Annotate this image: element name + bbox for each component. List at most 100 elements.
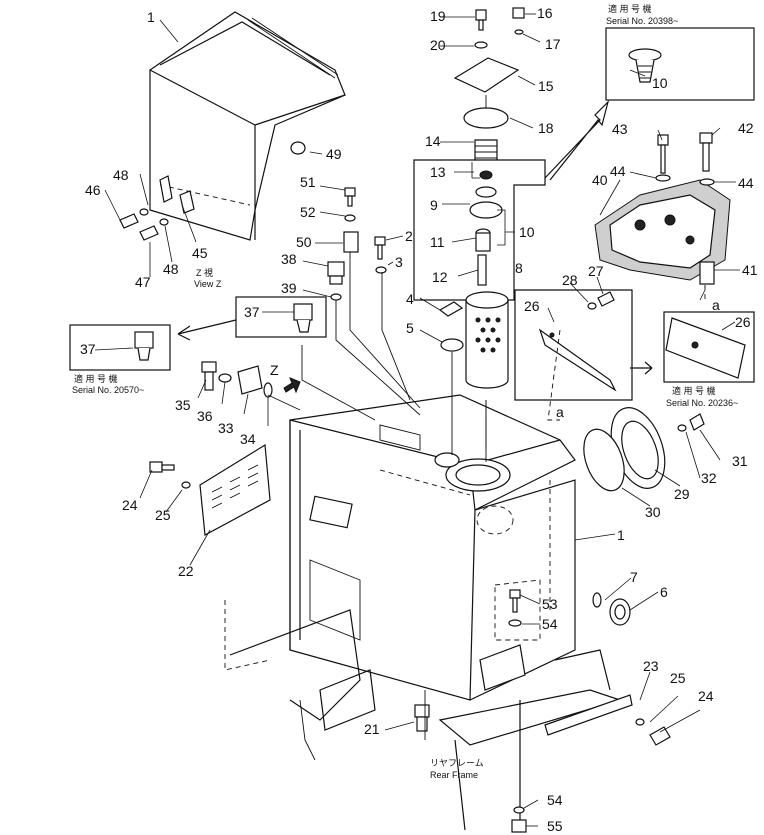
bolt-24-lower xyxy=(635,718,671,746)
callout-41: 41 xyxy=(742,262,758,278)
inset-serial-20570 xyxy=(69,324,171,371)
callout-25-left: 25 xyxy=(155,507,171,523)
plug-6 xyxy=(592,592,631,626)
serial-20398-jp: 適 用 号 機 xyxy=(608,3,652,14)
callout-37-inset: 37 xyxy=(80,341,96,357)
callout-8: 8 xyxy=(515,260,523,276)
callout-46: 46 xyxy=(85,182,101,198)
callout-44-left: 44 xyxy=(610,163,626,179)
callout-24-right: 24 xyxy=(698,688,714,704)
callout-numbers: 1 1 2 3 4 5 6 7 8 9 10 10 11 12 13 14 15… xyxy=(80,5,758,834)
plate-23 xyxy=(544,694,633,736)
breather-37 xyxy=(177,296,327,341)
callout-50: 50 xyxy=(296,234,312,250)
inset-serial-20398 xyxy=(605,27,755,101)
callout-2: 2 xyxy=(405,228,413,244)
bolt-27 xyxy=(587,291,615,310)
callout-52: 52 xyxy=(300,204,316,220)
callout-40: 40 xyxy=(592,172,608,188)
drain-21 xyxy=(414,704,430,732)
bolt-53 xyxy=(494,579,541,641)
callout-28: 28 xyxy=(562,272,578,288)
callout-35: 35 xyxy=(175,397,191,413)
callout-38: 38 xyxy=(281,251,297,267)
callout-42: 42 xyxy=(738,120,754,136)
callout-7: 7 xyxy=(630,569,638,585)
cover-plate-29 xyxy=(583,407,705,492)
callout-34: 34 xyxy=(240,431,256,447)
serial-20570-label: Serial No. 20570~ xyxy=(72,385,144,395)
serial-20398-label: Serial No. 20398~ xyxy=(606,16,678,26)
callout-24-left: 24 xyxy=(122,497,138,513)
callout-47: 47 xyxy=(135,274,151,290)
callout-12: 12 xyxy=(432,269,448,285)
panel-26-frame xyxy=(514,289,653,401)
view-z-arrow xyxy=(283,377,301,394)
callout-1-top: 1 xyxy=(147,9,155,25)
callout-32: 32 xyxy=(701,470,717,486)
callout-53: 53 xyxy=(542,596,558,612)
callout-49: 49 xyxy=(326,146,342,162)
callout-9: 9 xyxy=(430,197,438,213)
cover-panel xyxy=(149,11,346,241)
callout-26-main: 26 xyxy=(524,298,540,314)
callout-21: 21 xyxy=(364,721,380,737)
view-z-jp: Z 視 xyxy=(196,267,213,278)
nut-49 xyxy=(290,141,306,155)
callout-10-filter: 10 xyxy=(519,224,535,240)
serial-20236-jp: 適 用 号 機 xyxy=(672,385,716,396)
view-z-label: View Z xyxy=(194,279,222,289)
callout-45: 45 xyxy=(192,245,208,261)
callout-30: 30 xyxy=(645,504,661,520)
arrow-z-label: Z xyxy=(270,362,279,378)
callout-33: 33 xyxy=(218,420,234,436)
spacer-50 xyxy=(343,187,359,253)
plate-22 xyxy=(149,443,271,536)
callout-15: 15 xyxy=(538,78,554,94)
callout-13: 13 xyxy=(430,164,446,180)
callout-51: 51 xyxy=(300,174,316,190)
leader-lines xyxy=(94,13,740,827)
callout-48-bottom: 48 xyxy=(163,261,179,277)
serial-20570-jp: 適 用 号 機 xyxy=(74,373,118,384)
breather-parts xyxy=(201,361,273,398)
callout-37-main: 37 xyxy=(244,304,260,320)
callout-27: 27 xyxy=(588,263,604,279)
callout-5: 5 xyxy=(406,320,414,336)
callout-11: 11 xyxy=(430,234,445,250)
callout-36: 36 xyxy=(197,408,213,424)
callout-48-top: 48 xyxy=(113,167,129,183)
callout-3: 3 xyxy=(395,254,403,270)
callout-10-top: 10 xyxy=(652,75,668,91)
upgrade-arrow-top xyxy=(544,100,610,181)
callout-25-right: 25 xyxy=(670,670,686,686)
cap-38 xyxy=(327,261,345,301)
callout-23: 23 xyxy=(643,658,659,674)
serial-20236-label: Serial No. 20236~ xyxy=(666,398,738,408)
callout-6: 6 xyxy=(660,584,668,600)
callout-54-tank: 54 xyxy=(542,616,558,632)
rear-frame-label: Rear Frame xyxy=(430,770,478,780)
point-a-label-1: a xyxy=(556,404,564,420)
point-a-label-2: a xyxy=(712,297,720,313)
filter-assembly xyxy=(413,7,546,450)
callout-29: 29 xyxy=(674,486,690,502)
callout-54-bottom: 54 xyxy=(547,792,563,808)
callout-20: 20 xyxy=(430,37,446,53)
pump-assembly xyxy=(594,132,731,285)
callout-43: 43 xyxy=(612,121,628,137)
hydraulic-tank xyxy=(289,394,576,701)
rear-frame-jp: リヤフレーム xyxy=(430,758,484,768)
bolt-55 xyxy=(511,806,527,833)
filter-holes xyxy=(475,317,501,353)
callout-55: 55 xyxy=(547,818,563,834)
inset-serial-20236 xyxy=(663,311,755,383)
callout-22: 22 xyxy=(178,563,194,579)
captions: 適 用 号 機 Serial No. 20398~ 適 用 号 機 Serial… xyxy=(72,3,738,780)
callout-26-inset: 26 xyxy=(735,314,751,330)
bolt-2-3 xyxy=(374,236,387,274)
callout-31: 31 xyxy=(732,453,748,469)
bolts-46-47 xyxy=(119,208,169,241)
callout-18: 18 xyxy=(538,120,554,136)
